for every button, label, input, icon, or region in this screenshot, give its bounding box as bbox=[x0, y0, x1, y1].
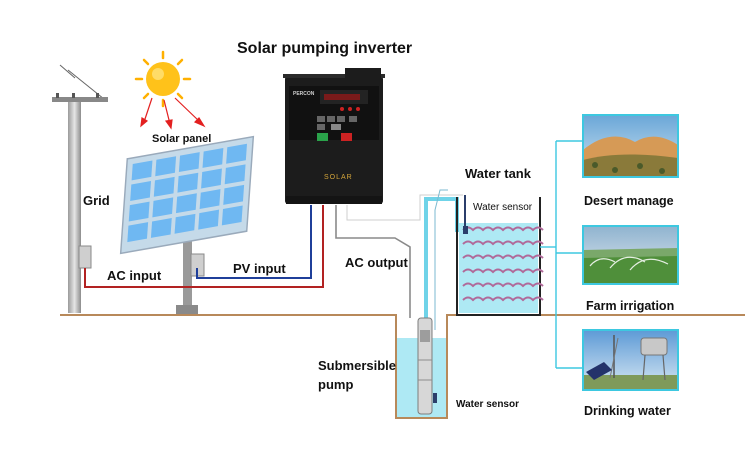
solar-cell bbox=[174, 213, 196, 234]
diagram-title: Solar pumping inverter bbox=[237, 40, 413, 57]
application-label-drinking: Drinking water bbox=[584, 404, 671, 418]
pv-input-wire bbox=[196, 205, 312, 279]
well-water-sensor bbox=[433, 393, 437, 403]
water-wave bbox=[462, 226, 544, 232]
water-tank bbox=[456, 195, 544, 316]
solar-cell bbox=[153, 176, 175, 197]
submersible-pump bbox=[417, 317, 433, 415]
desert-photo bbox=[582, 114, 679, 178]
water-wave bbox=[462, 296, 544, 302]
sunlight-arrows bbox=[140, 97, 206, 130]
solar-cell bbox=[198, 209, 220, 230]
solar-cell bbox=[221, 205, 243, 226]
pv-input-label: PV input bbox=[233, 261, 286, 276]
ac-output-label: AC output bbox=[345, 255, 408, 270]
solar-cell bbox=[199, 189, 221, 210]
ac-input-wire bbox=[84, 205, 324, 288]
solar-cell bbox=[128, 201, 150, 222]
sun-icon bbox=[134, 50, 192, 108]
solar-cell bbox=[130, 181, 152, 201]
submersible-pump-label: Submersible pump bbox=[318, 356, 396, 394]
solar-panel bbox=[119, 135, 255, 314]
solar-cell bbox=[155, 156, 177, 177]
water-wave bbox=[462, 268, 544, 274]
drinking-water-photo bbox=[582, 329, 679, 391]
water-wave bbox=[462, 282, 544, 288]
solar-cell bbox=[152, 197, 174, 218]
application-label-farm: Farm irrigation bbox=[586, 299, 675, 313]
water-wave bbox=[462, 240, 544, 246]
submersible-pump-label-line1: Submersible bbox=[318, 358, 397, 373]
ac-input-label: AC input bbox=[107, 268, 162, 283]
solar-cell bbox=[224, 164, 246, 185]
solar-cell bbox=[202, 147, 224, 168]
solar-cell bbox=[150, 217, 172, 238]
submersible-pump-label-line2: pump bbox=[318, 377, 354, 392]
ac-output-wire bbox=[335, 205, 411, 318]
sensor-line-well bbox=[434, 189, 448, 330]
inverter-brand: PERCON bbox=[293, 91, 315, 97]
solar-cell bbox=[178, 152, 200, 173]
solar-cell bbox=[223, 184, 245, 205]
solar-cell bbox=[127, 222, 149, 243]
solar-cell bbox=[131, 160, 153, 181]
water-tank-label: Water tank bbox=[465, 166, 531, 181]
solar-cell bbox=[176, 193, 197, 214]
grid-pole bbox=[52, 64, 108, 313]
solar-cell bbox=[226, 143, 247, 164]
application-label-desert: Desert manage bbox=[584, 194, 674, 208]
sensor-line-tank bbox=[346, 194, 463, 221]
inverter bbox=[283, 68, 385, 204]
well-water-sensor-label: Water sensor bbox=[456, 399, 519, 410]
farm-photo bbox=[582, 225, 679, 285]
water-wave bbox=[462, 254, 544, 260]
solar-cell bbox=[177, 172, 199, 193]
water-pipe bbox=[424, 197, 459, 323]
solar-cell bbox=[201, 168, 222, 189]
grid-label: Grid bbox=[83, 193, 110, 208]
inverter-front-label: SOLAR bbox=[324, 174, 353, 181]
tank-water-sensor-label: Water sensor bbox=[473, 202, 533, 213]
solar-panel-label: Solar panel bbox=[152, 133, 212, 145]
